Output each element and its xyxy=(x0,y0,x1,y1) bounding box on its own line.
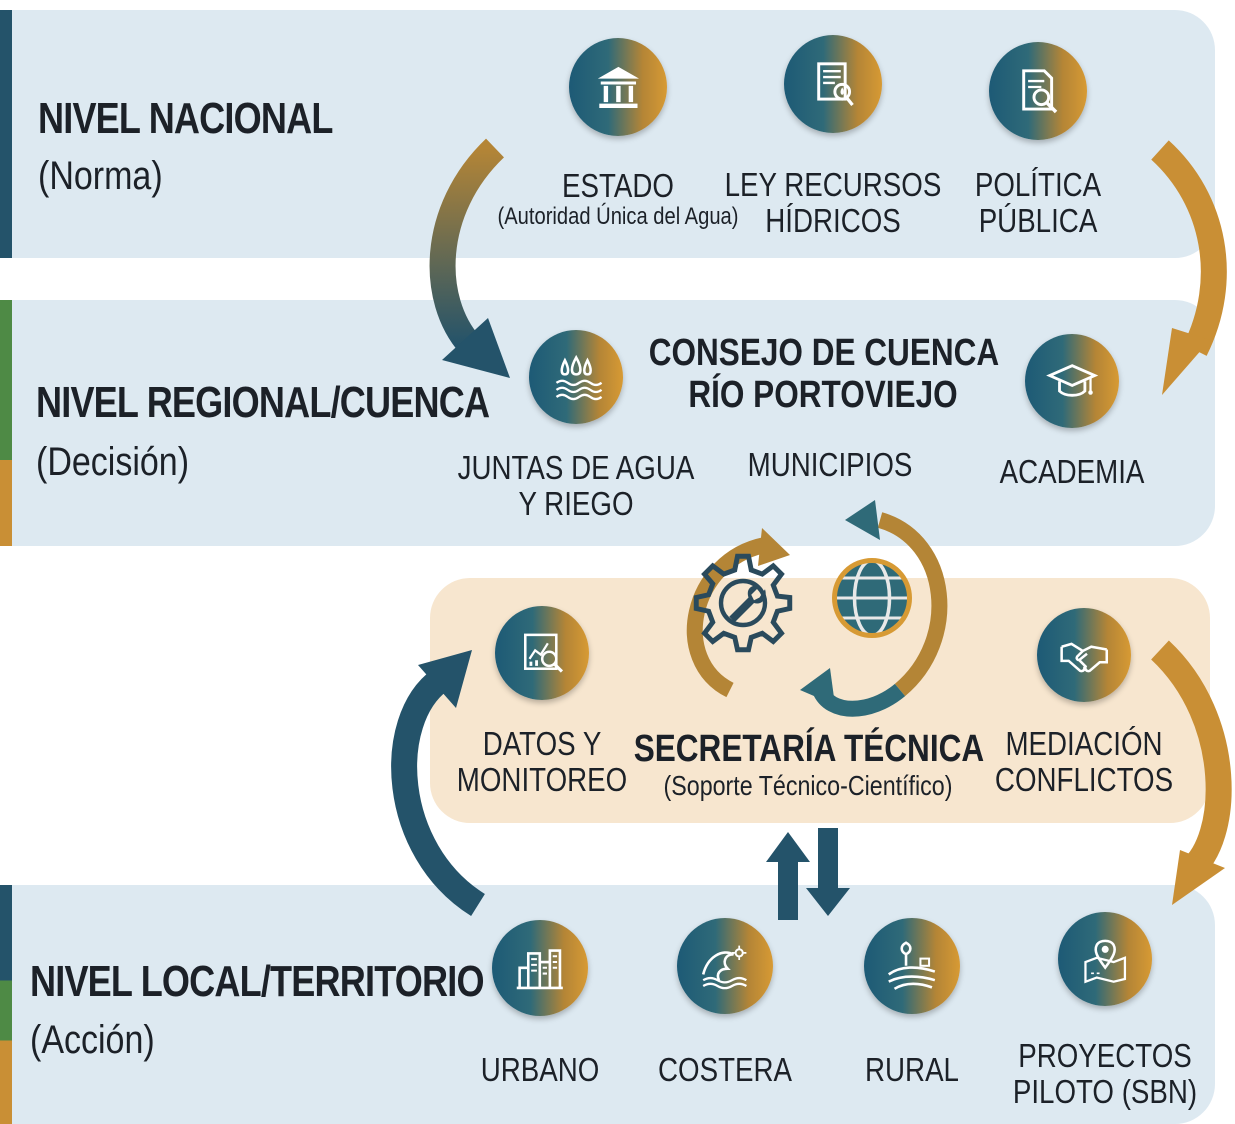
arrow-down-shaft xyxy=(818,828,838,890)
regional-level-title: NIVEL REGIONAL/CUENCA xyxy=(36,378,490,427)
national-level-subtitle: (Norma) xyxy=(38,154,163,198)
academia-label: ACADEMIA xyxy=(999,453,1145,490)
globe-icon xyxy=(822,548,922,648)
arrow-down-head xyxy=(806,888,850,916)
rural-label: RURAL xyxy=(865,1051,959,1088)
rural-landscape-icon xyxy=(864,918,960,1014)
estado-label: ESTADO (Autoridad Única del Agua) xyxy=(484,168,753,230)
local-accent-bar xyxy=(0,885,12,1124)
wave-icon xyxy=(677,918,773,1014)
local-band xyxy=(0,885,1215,1124)
water-drops-icon xyxy=(529,330,623,424)
gear-wrench-icon xyxy=(688,548,798,658)
regional-band xyxy=(0,300,1215,546)
arrow-head-right-down xyxy=(1162,328,1210,395)
arrow-local-to-secretariat xyxy=(391,669,486,917)
national-accent-bar xyxy=(0,10,12,258)
urbano-label: URBANO xyxy=(480,1051,600,1088)
cycle-arrow-right xyxy=(877,512,948,697)
arrow-secretariat-to-local xyxy=(1150,640,1232,881)
graduation-cap-icon xyxy=(1025,334,1119,428)
national-level-title: NIVEL NACIONAL xyxy=(38,94,333,143)
arrow-head-right-down-lower xyxy=(1172,850,1225,905)
handshake-icon xyxy=(1037,608,1131,702)
municipios-label: MUNICIPIOS xyxy=(747,446,913,483)
secretariat-title: SECRETARÍA TÉCNICA (Soporte Técnico-Cien… xyxy=(633,728,985,801)
local-level-title: NIVEL LOCAL/TERRITORIO xyxy=(30,957,485,1006)
regional-accent-bar xyxy=(0,300,12,546)
local-level-subtitle: (Acción) xyxy=(30,1018,155,1062)
map-pin-icon xyxy=(1058,912,1152,1006)
secretariat-subtitle: (Soporte Técnico-Científico) xyxy=(663,770,953,801)
arrow-national-to-regional-right xyxy=(1151,140,1227,356)
arrow-national-to-regional-left xyxy=(429,138,505,354)
regional-level-subtitle: (Decisión) xyxy=(36,440,190,484)
costera-label: COSTERA xyxy=(657,1051,793,1088)
arrow-head-left-down xyxy=(442,318,510,378)
city-buildings-icon xyxy=(492,920,588,1016)
arrow-head-left-up xyxy=(418,650,472,708)
arrow-up-head xyxy=(766,832,810,862)
estado-sublabel: (Autoridad Única del Agua) xyxy=(497,203,739,230)
arrow-up-shaft xyxy=(778,860,798,920)
policy-search-icon xyxy=(989,42,1087,140)
government-building-icon xyxy=(569,38,667,136)
data-monitoring-icon xyxy=(495,606,589,700)
law-document-icon xyxy=(784,35,882,133)
